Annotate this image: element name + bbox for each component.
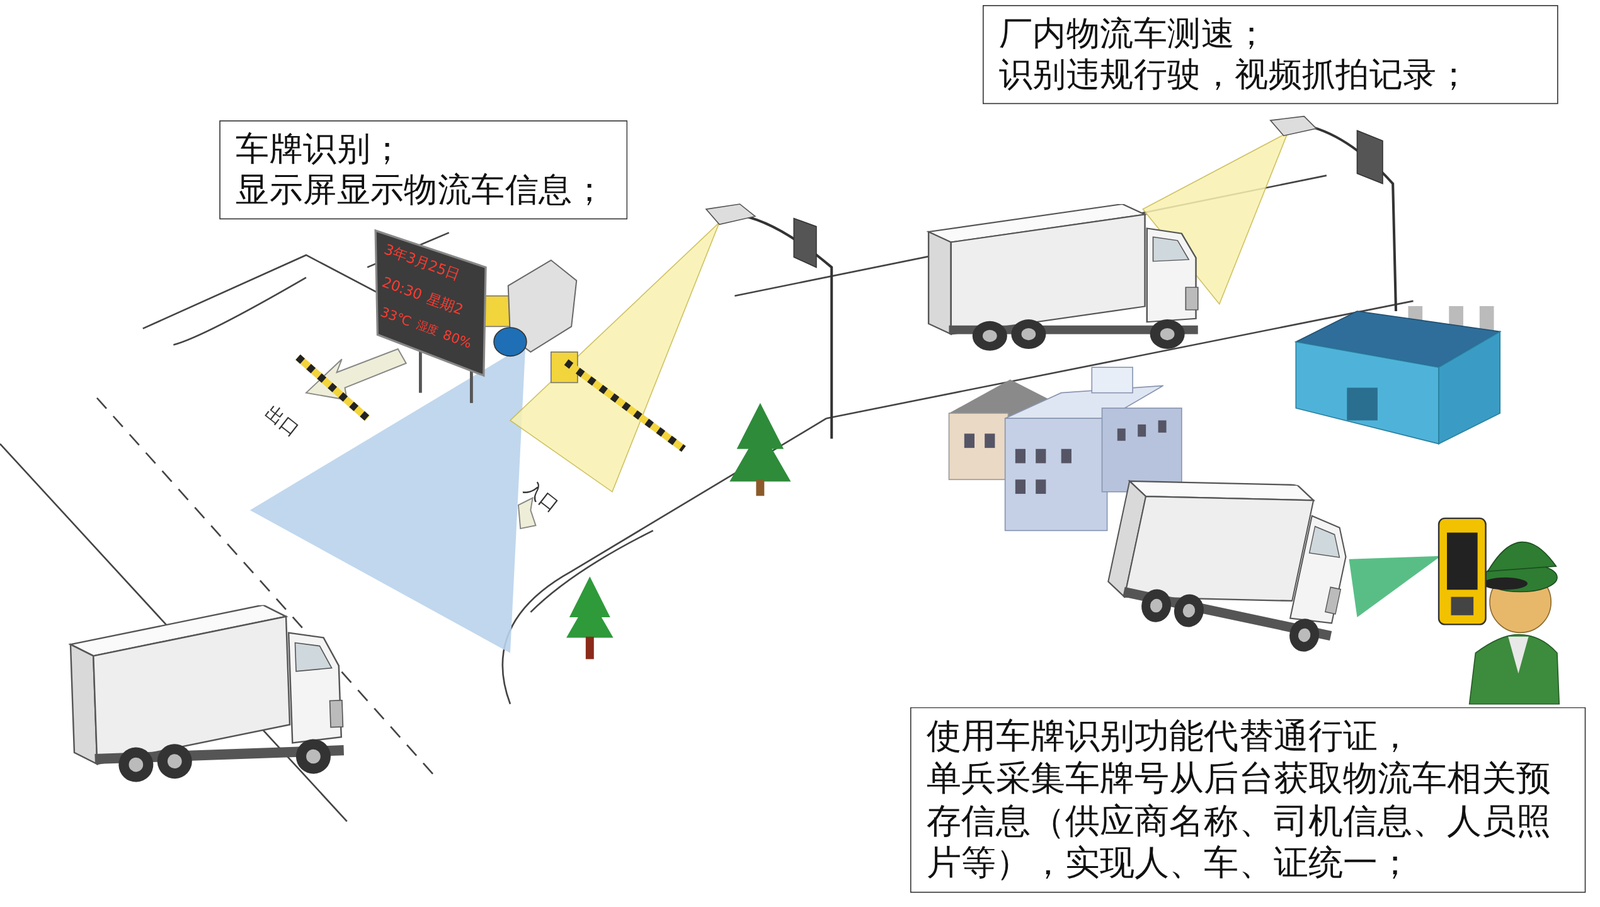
roads bbox=[142, 255, 404, 346]
lane-label: 入口 bbox=[519, 475, 564, 518]
callout-text: 厂内物流车测速； bbox=[999, 13, 1543, 55]
barrier-gates bbox=[297, 296, 684, 450]
factory-building bbox=[1295, 342, 1439, 445]
barrier-gates bbox=[297, 357, 368, 419]
scanner-beam bbox=[1349, 556, 1442, 618]
warehouse-building bbox=[1101, 408, 1182, 492]
gate-camera bbox=[493, 327, 527, 356]
guard-figure bbox=[1508, 636, 1529, 674]
pole-camera-2 bbox=[1270, 116, 1396, 312]
display-text: 33℃ bbox=[378, 304, 414, 330]
gate-camera bbox=[493, 260, 577, 356]
warehouse-building bbox=[1137, 424, 1146, 437]
callout-text: 单兵采集车牌号从后台获取物流车相关预存信息（供应商名称、司机信息、人员照片等），… bbox=[926, 757, 1570, 886]
callout-box: 使用车牌识别功能代替通行证，单兵采集车牌号从后台获取物流车相关预存信息（供应商名… bbox=[910, 707, 1586, 894]
warehouse-building bbox=[1158, 420, 1167, 433]
trees bbox=[729, 428, 791, 482]
roads bbox=[502, 418, 827, 705]
handheld-terminal bbox=[1446, 532, 1478, 591]
trucks bbox=[928, 204, 1199, 351]
trees bbox=[585, 636, 595, 660]
display-text: 星期2 bbox=[423, 289, 466, 320]
warehouse-building bbox=[1005, 418, 1108, 531]
barrier-gates bbox=[566, 362, 684, 450]
trucks bbox=[69, 602, 345, 785]
warehouse-building bbox=[1035, 449, 1046, 464]
display-board bbox=[469, 367, 474, 404]
callout-box: 车牌识别；显示屏显示物流车信息； bbox=[219, 120, 628, 219]
callout-text: 使用车牌识别功能代替通行证， bbox=[926, 715, 1570, 758]
factory-building bbox=[1295, 306, 1500, 445]
barrier-gates bbox=[297, 357, 368, 419]
factory-building bbox=[1346, 388, 1378, 421]
pole-camera-1 bbox=[706, 204, 832, 440]
warehouse-building bbox=[1015, 449, 1026, 464]
scanner-beam bbox=[1349, 556, 1442, 618]
trees bbox=[566, 597, 614, 639]
callout-text: 显示屏显示物流车信息； bbox=[235, 169, 612, 211]
callout-box: 厂内物流车测速；识别违规行驶，视频抓拍记录； bbox=[982, 5, 1559, 104]
factory-building bbox=[1438, 331, 1500, 444]
warehouse-building bbox=[1061, 449, 1072, 464]
callout-text: 识别违规行驶，视频抓拍记录； bbox=[999, 54, 1543, 96]
trucks bbox=[69, 204, 1360, 785]
guard-figure bbox=[1482, 577, 1528, 590]
display-board bbox=[375, 230, 486, 376]
pole-camera-2 bbox=[1270, 116, 1317, 137]
warehouse-building bbox=[1015, 479, 1026, 494]
guard-figure bbox=[1487, 541, 1557, 572]
pole-camera-2 bbox=[1356, 130, 1383, 184]
display-text: 80% bbox=[440, 326, 474, 352]
handheld-terminal bbox=[1438, 518, 1486, 625]
display-board bbox=[375, 230, 486, 404]
pole-camera-1 bbox=[734, 214, 832, 439]
display-board bbox=[418, 347, 423, 394]
barrier-gates bbox=[566, 362, 684, 450]
guard-figure bbox=[1469, 634, 1560, 705]
pole-camera-1 bbox=[706, 204, 756, 225]
warehouse-building bbox=[1091, 367, 1133, 393]
warehouse-building bbox=[964, 433, 975, 448]
light-cones bbox=[510, 222, 720, 492]
warehouse-building bbox=[1117, 428, 1126, 441]
handheld-terminal bbox=[1438, 518, 1486, 625]
trees bbox=[755, 479, 765, 496]
warehouse-building bbox=[984, 433, 995, 448]
trees bbox=[566, 403, 791, 660]
lane-label: 出口 bbox=[260, 400, 305, 443]
warehouse-building bbox=[1035, 479, 1046, 494]
pole-camera-1 bbox=[793, 218, 817, 268]
warehouse-building bbox=[949, 413, 1009, 480]
display-text: 湿度 bbox=[413, 316, 441, 339]
handheld-terminal bbox=[1450, 597, 1474, 616]
pole-camera-2 bbox=[1300, 124, 1396, 312]
display-text: 20:30 bbox=[379, 273, 424, 305]
callout-text: 车牌识别； bbox=[235, 128, 612, 170]
trucks bbox=[1101, 451, 1360, 659]
light-cones bbox=[250, 345, 526, 654]
